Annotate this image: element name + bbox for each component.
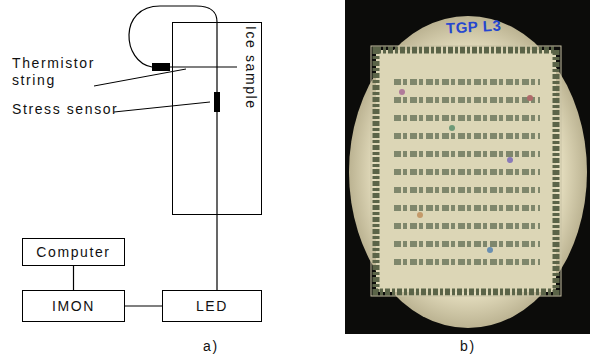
fibre-in-sample bbox=[216, 22, 217, 215]
stripe bbox=[394, 133, 540, 139]
leader-line bbox=[114, 102, 210, 112]
section-stripes bbox=[394, 82, 540, 262]
stripe bbox=[394, 205, 540, 211]
stripe bbox=[394, 169, 540, 175]
speck bbox=[399, 89, 405, 95]
connector-wire bbox=[125, 305, 162, 306]
microscope-field bbox=[349, 16, 587, 328]
speck bbox=[449, 125, 455, 131]
stripe bbox=[394, 223, 540, 229]
handwritten-label: TGP L3 bbox=[446, 17, 502, 38]
stripe bbox=[394, 97, 540, 103]
stripe bbox=[394, 241, 540, 247]
rotated-label: Ice sample bbox=[243, 26, 259, 110]
box-label: Computer bbox=[36, 244, 110, 260]
ice-section bbox=[376, 50, 556, 292]
device-box: LED bbox=[162, 290, 262, 322]
panel-label: b) bbox=[460, 338, 476, 355]
device-box: Computer bbox=[22, 238, 125, 266]
panel-label: a) bbox=[203, 338, 219, 355]
speck bbox=[507, 157, 513, 163]
box-label: LED bbox=[196, 298, 228, 314]
speck bbox=[527, 95, 533, 101]
stripe bbox=[394, 79, 540, 85]
stripe bbox=[394, 259, 540, 265]
stripe bbox=[394, 187, 540, 193]
stripe bbox=[394, 151, 540, 157]
speck bbox=[417, 212, 423, 218]
part-label: Thermistor string bbox=[12, 55, 104, 89]
thermistor-symbol bbox=[152, 63, 170, 71]
stress-sensor-symbol bbox=[214, 92, 220, 112]
stripe bbox=[394, 115, 540, 121]
colour-specks bbox=[399, 89, 533, 253]
part-label: Stress sensor bbox=[12, 101, 118, 118]
slide-outline bbox=[371, 46, 561, 296]
box-label: IMON bbox=[52, 298, 95, 314]
sample-box: Ice sample bbox=[172, 22, 262, 215]
connector-wire bbox=[216, 215, 217, 290]
photo-background bbox=[345, 0, 590, 334]
thermistor-string-line bbox=[170, 66, 237, 67]
device-box: IMON bbox=[22, 290, 125, 322]
connector-wire bbox=[73, 266, 74, 290]
speck bbox=[487, 247, 493, 253]
